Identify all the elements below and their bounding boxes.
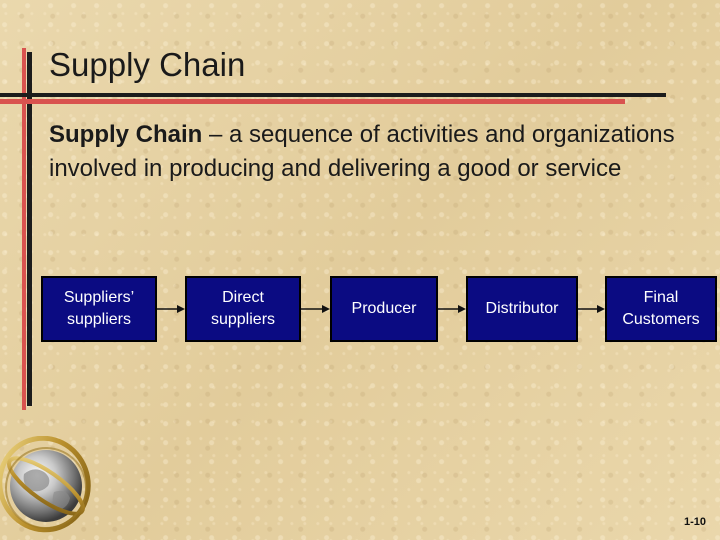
- horizontal-rule-red: [0, 99, 625, 104]
- arrow-right-icon: [301, 303, 330, 315]
- slide-title: Supply Chain: [49, 46, 246, 83]
- page-number: 1-10: [683, 516, 706, 528]
- definition-text: Supply Chain – a sequence of activities …: [49, 118, 699, 185]
- flow-box-label: Suppliers’ suppliers: [63, 289, 135, 328]
- flow-box-direct-suppliers: Direct suppliers: [185, 276, 301, 342]
- flow-box-label: Distributor: [485, 300, 559, 318]
- arrow-right-icon: [578, 303, 605, 315]
- globe-icon: [0, 435, 92, 540]
- flow-box-suppliers-suppliers: Suppliers’ suppliers: [41, 276, 157, 342]
- vertical-accent-bar-dark: [27, 52, 32, 406]
- flow-box-producer: Producer: [330, 276, 438, 342]
- vertical-accent-bar-red: [22, 48, 26, 410]
- flow-box-label: Direct suppliers: [210, 289, 276, 328]
- flow-box-distributor: Distributor: [466, 276, 578, 342]
- arrow-right-icon: [157, 303, 185, 315]
- horizontal-rule-dark: [0, 93, 666, 97]
- arrow-right-icon: [438, 303, 466, 315]
- flow-box-label: Producer: [351, 300, 417, 318]
- definition-term: Supply Chain: [49, 121, 203, 148]
- definition-body: – a sequence of activities and organizat…: [49, 121, 675, 182]
- flow-box-label: Final Customers: [622, 289, 700, 328]
- flow-box-final-customers: Final Customers: [605, 276, 717, 342]
